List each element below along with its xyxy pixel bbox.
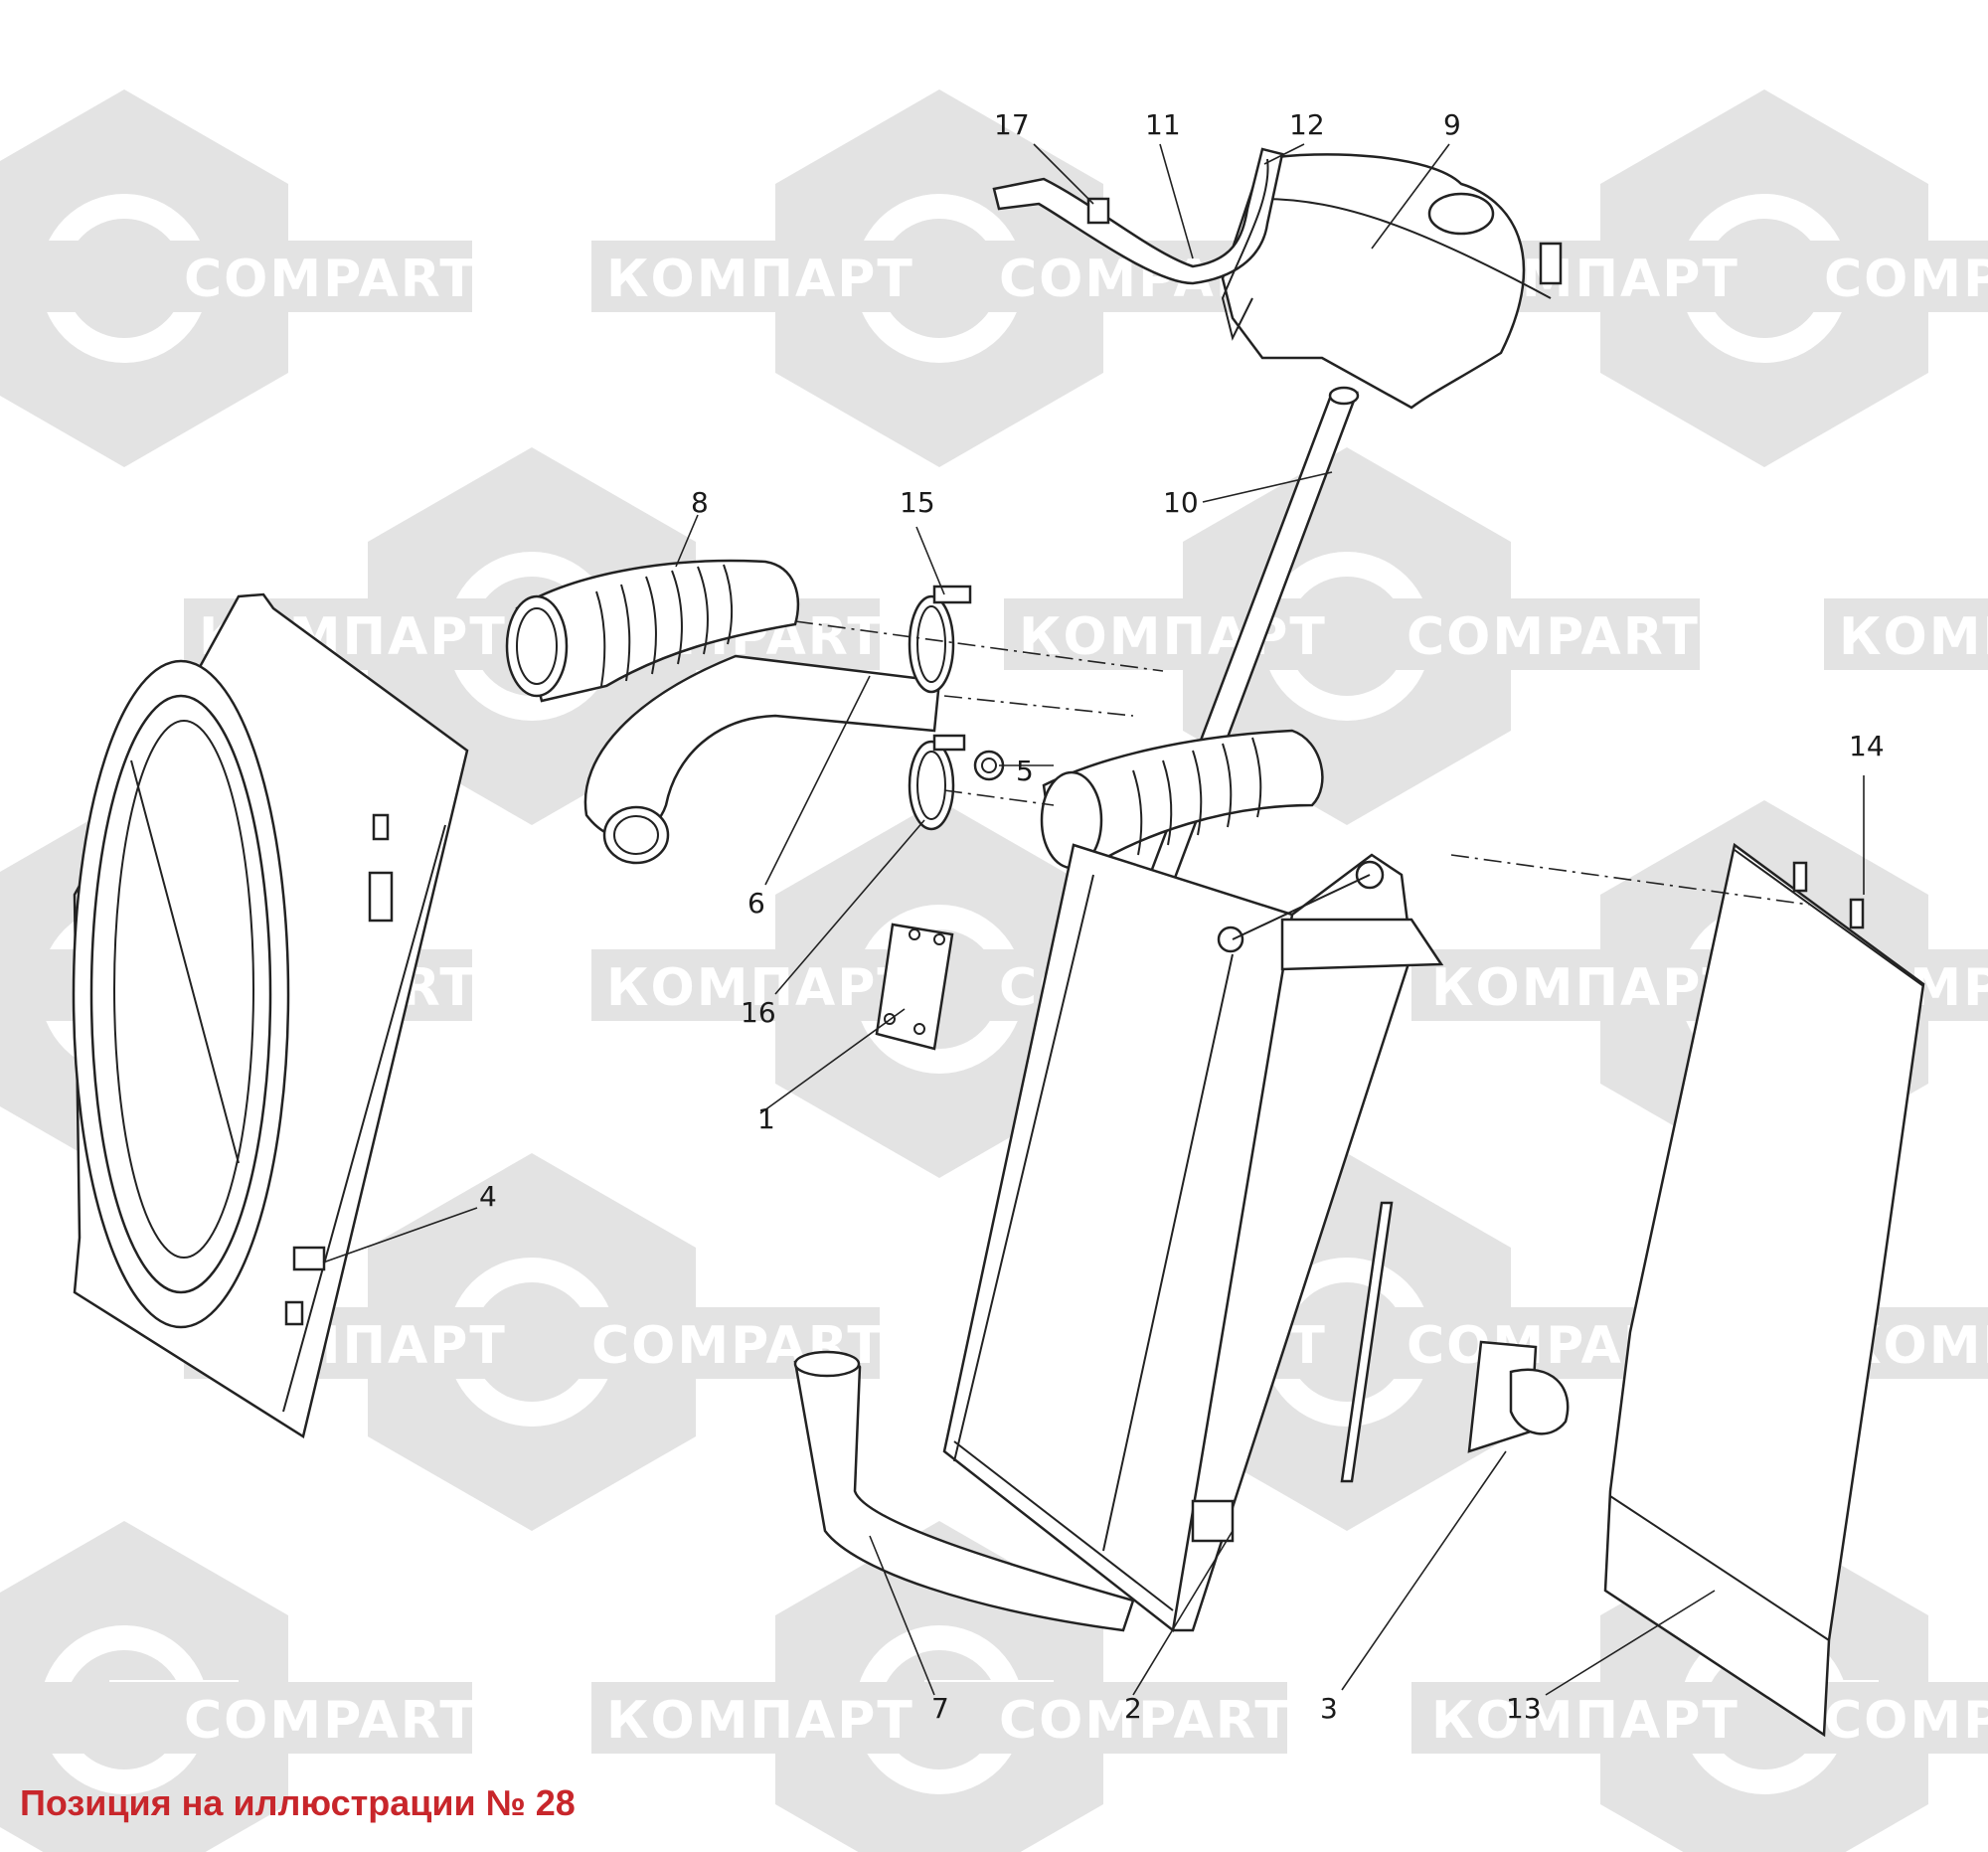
- vent-hose-part-12: [1221, 158, 1269, 341]
- callout-10: 10: [1163, 486, 1199, 519]
- leader-lines: [322, 143, 1865, 1696]
- callout-2: 2: [1124, 1692, 1142, 1725]
- callout-12: 12: [1289, 108, 1325, 141]
- watermark-band-row5: COMPART КОМПАРТ COMPART КОМПАРТ COMPART: [0, 1682, 1988, 1754]
- illustration-position-caption: Позиция на иллюстрации № 28: [20, 1782, 576, 1823]
- watermark-band-row1: COMPART КОМПАРТ COMPART КОМПАРТ COMPART: [0, 241, 1988, 312]
- watermark-text: COMPART: [1407, 607, 1700, 667]
- callout-8: 8: [691, 486, 709, 519]
- watermark-text: COMPART: [184, 1691, 477, 1751]
- callout-6: 6: [747, 887, 765, 920]
- callout-9: 9: [1443, 108, 1461, 141]
- hose-clip-part-17: [1086, 197, 1110, 225]
- assembly-centerlines: [794, 620, 1810, 906]
- hose-clamp-part-16: [908, 734, 966, 831]
- watermark-text: COMPART: [1824, 1691, 1988, 1751]
- expansion-tank-part-9: [1221, 153, 1563, 410]
- callout-3: 3: [1320, 1692, 1338, 1725]
- callout-15: 15: [900, 486, 935, 519]
- watermark-text: КОМПАРТ: [606, 1691, 914, 1751]
- watermark-text: COMPART: [1824, 250, 1988, 309]
- watermark-text: COMPART: [999, 1691, 1292, 1751]
- callout-4: 4: [479, 1180, 497, 1213]
- screen-panel-part-13: [1603, 842, 1925, 1738]
- callout-13: 13: [1506, 1692, 1542, 1725]
- callout-17: 17: [994, 108, 1030, 141]
- watermark-text: КОМПАРТ: [1839, 607, 1988, 667]
- callout-14: 14: [1849, 730, 1885, 762]
- vent-hose-part-11: [992, 147, 1284, 285]
- parts-drawing: [72, 147, 1925, 1738]
- lower-corrugated-hose: [1040, 729, 1324, 870]
- callout-1: 1: [757, 1102, 775, 1135]
- watermark-text: КОМПАРТ: [606, 958, 914, 1018]
- callout-16: 16: [741, 996, 776, 1029]
- fan-shroud-part-4: [72, 592, 469, 1438]
- curved-pipe-part-6: [583, 654, 941, 865]
- screen-clips-part-14: [1792, 861, 1865, 929]
- callout-labels: 1 2 3 4 5 6 7 8 9 10 11 12 13 14 15 16 1…: [479, 108, 1885, 1725]
- hose-clamp-part-15: [908, 585, 972, 694]
- callout-7: 7: [931, 1692, 949, 1725]
- radiator-assembly: [942, 843, 1444, 1633]
- callout-5: 5: [1016, 755, 1034, 787]
- watermark-text: КОМПАРТ: [606, 250, 914, 309]
- watermark-text: КОМПАРТ: [1431, 1691, 1740, 1751]
- bracket-part-1: [875, 923, 954, 1051]
- corrugated-hose-part-8: [505, 559, 800, 703]
- watermark-text: COMPART: [184, 250, 477, 309]
- nut-part-5: [973, 750, 1005, 781]
- watermark-band-row2: КОМПАРТ COMPART КОМПАРТ COMPART КОМПАРТ: [184, 598, 1988, 670]
- mount-bracket-part-3: [1467, 1340, 1570, 1453]
- callout-11: 11: [1145, 108, 1181, 141]
- watermark-text: КОМПАРТ: [1431, 958, 1740, 1018]
